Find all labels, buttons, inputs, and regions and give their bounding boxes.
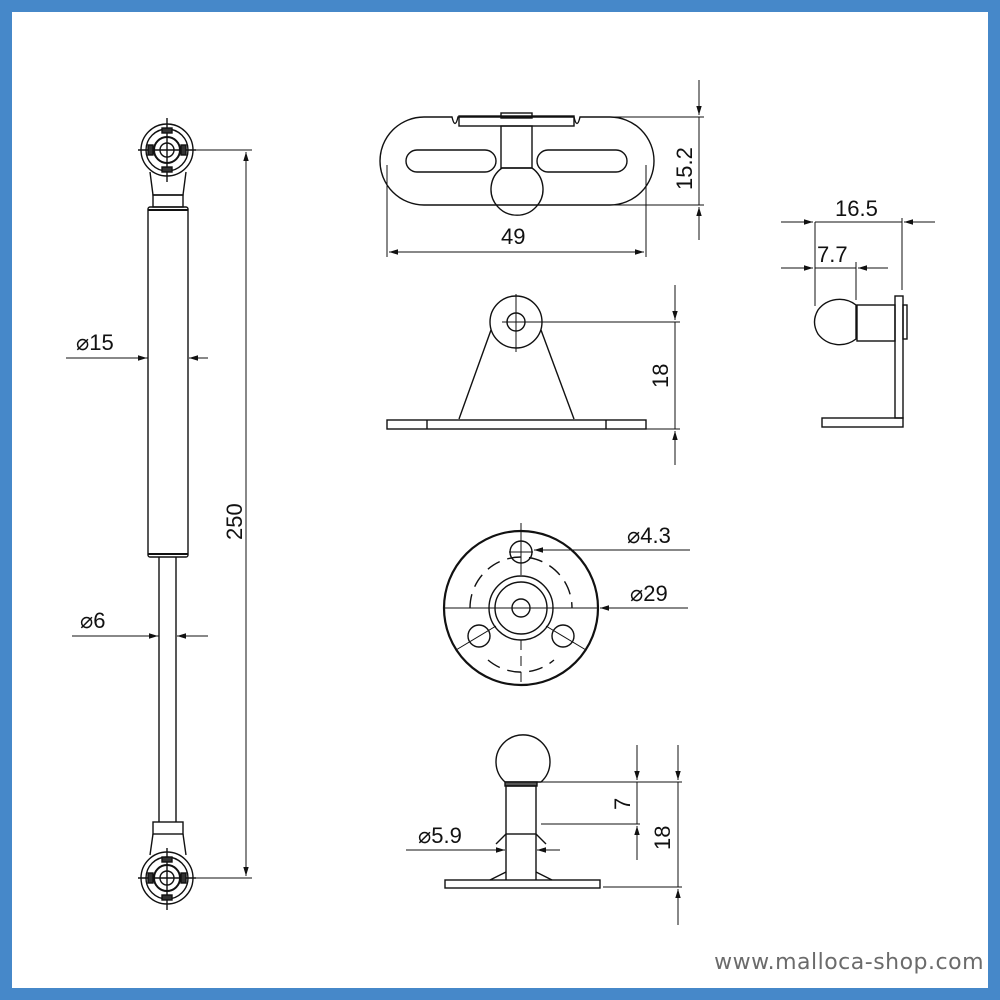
bracket-height-dimension	[530, 285, 680, 465]
hole-diameter-label: ⌀4.3	[627, 523, 671, 548]
ball-stud-front-view	[444, 734, 601, 889]
bracket-side-height-label: 18	[648, 364, 673, 388]
ball-height-label: 7	[610, 798, 635, 810]
mount-plate-top-view	[442, 523, 600, 687]
bracket-width-label: 49	[501, 224, 525, 249]
ball-stud-overall-label: 16.5	[835, 196, 878, 221]
ball-stud-side-view	[813, 295, 908, 428]
plate-diameter-label: ⌀29	[630, 581, 668, 606]
ball-stud-side-dimensions	[781, 218, 935, 306]
bracket-side-view	[386, 294, 647, 430]
rod-diameter-label: ⌀6	[80, 608, 105, 633]
watermark: www.malloca-shop.com	[714, 950, 984, 975]
ball-stud-front-dimensions	[406, 745, 682, 925]
body-diameter-label: ⌀15	[76, 330, 114, 355]
bracket-height-label: 15.2	[672, 147, 697, 190]
bracket-width-dimension	[386, 80, 704, 257]
length-dimension	[196, 149, 252, 879]
gas-spring-drawing	[138, 118, 196, 910]
neck-diameter-label: ⌀5.9	[418, 823, 462, 848]
length-label: 250	[222, 503, 247, 540]
total-height-label: 18	[650, 826, 675, 850]
ball-stud-ball-label: 7.7	[817, 242, 848, 267]
mount-plate-dimensions	[534, 547, 690, 611]
bracket-top-view	[379, 112, 655, 216]
